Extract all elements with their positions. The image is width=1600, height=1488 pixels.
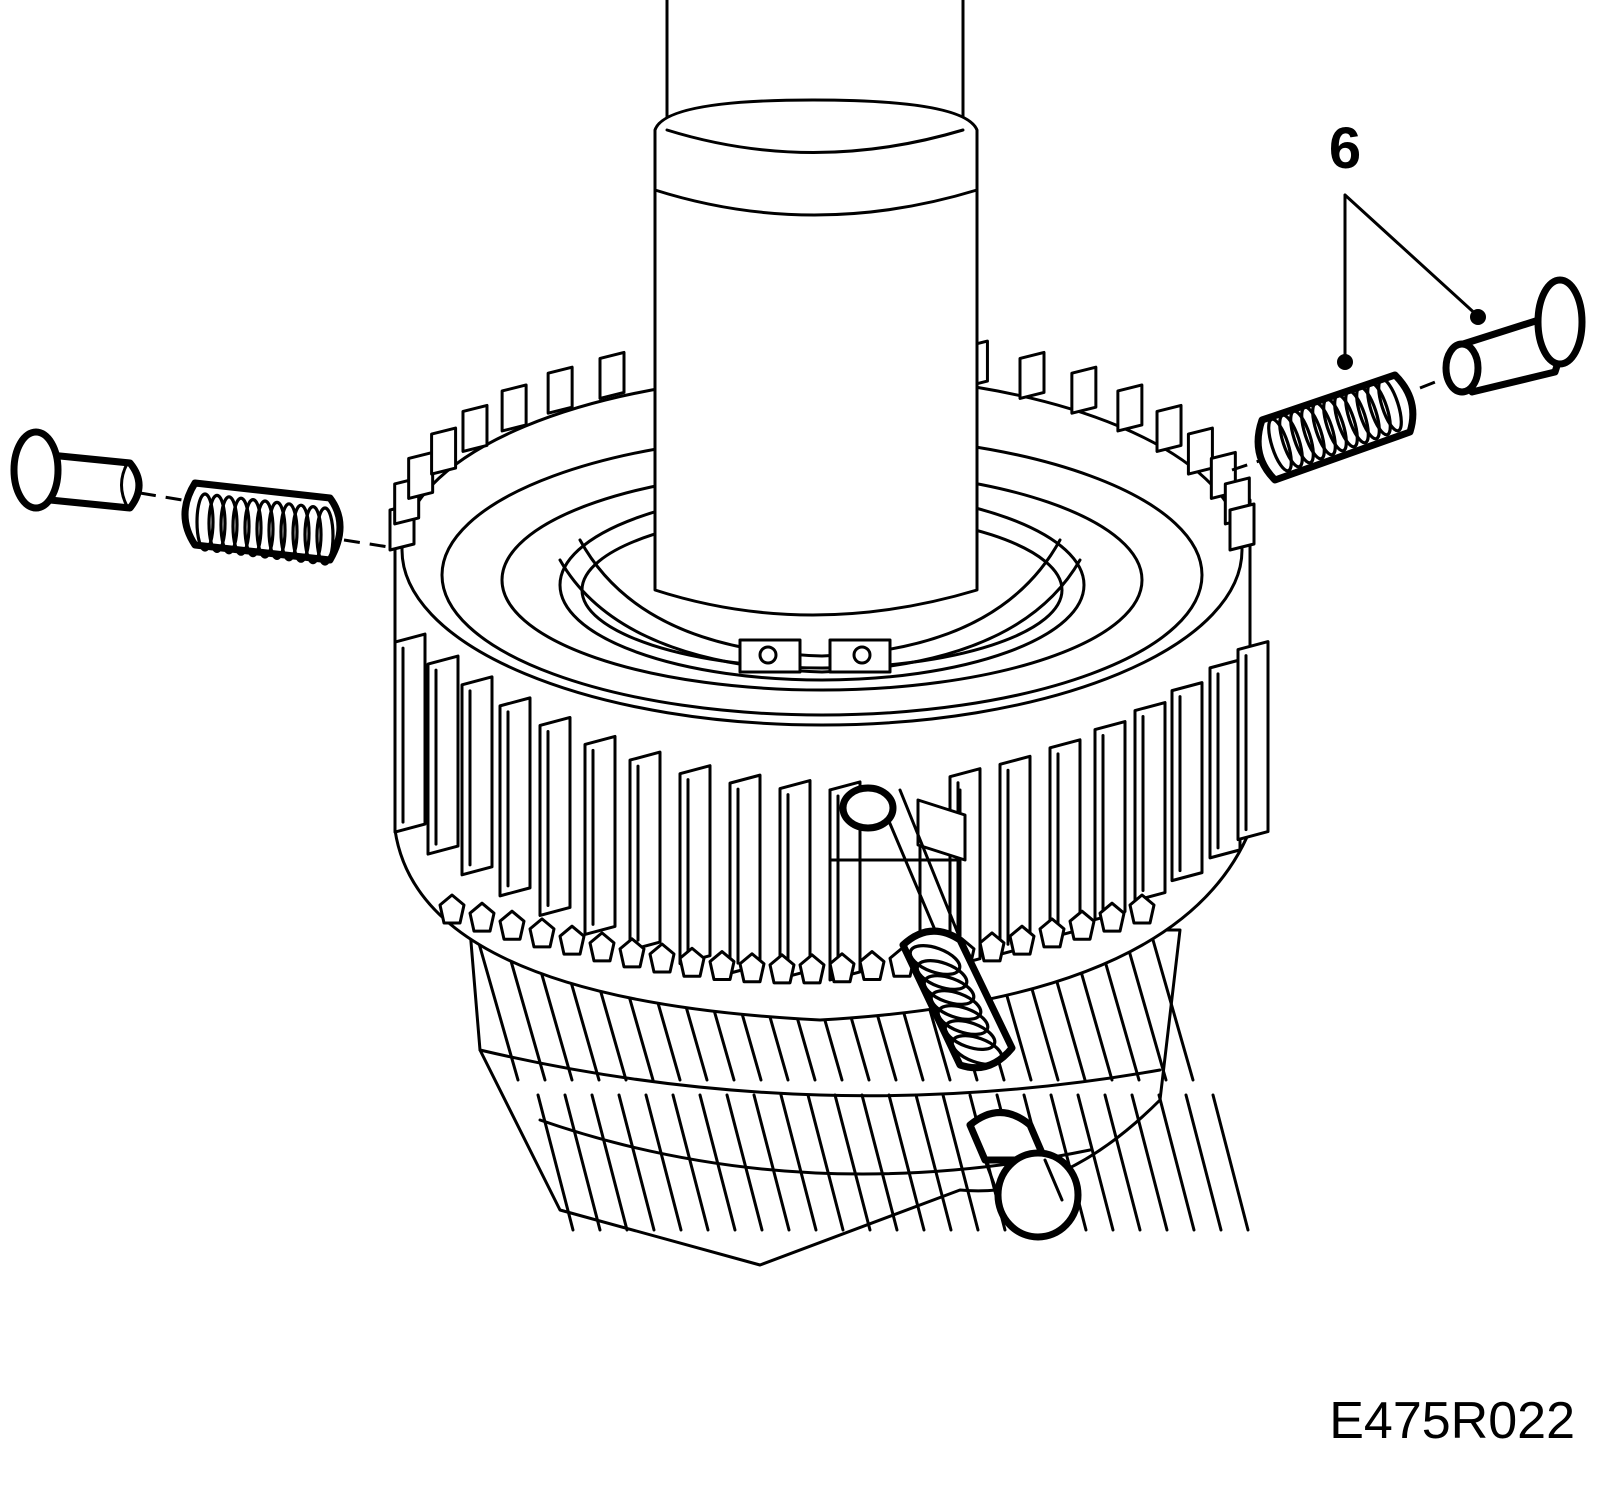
figure-code: E475R022 bbox=[1329, 1392, 1575, 1450]
callout-6: 6 bbox=[1329, 116, 1486, 370]
left-detent-plunger bbox=[10, 428, 143, 512]
left-detent-spring bbox=[181, 479, 344, 566]
front-detent-spring bbox=[839, 784, 1016, 1072]
right-detent-plunger bbox=[1442, 276, 1586, 396]
right-detent-spring bbox=[1254, 371, 1417, 484]
front-detent-plunger bbox=[966, 1109, 1082, 1241]
right-assembly-line bbox=[1231, 375, 1449, 472]
callout-number: 6 bbox=[1329, 116, 1361, 181]
main-shaft bbox=[653, 0, 979, 617]
left-assembly-line bbox=[139, 491, 396, 550]
